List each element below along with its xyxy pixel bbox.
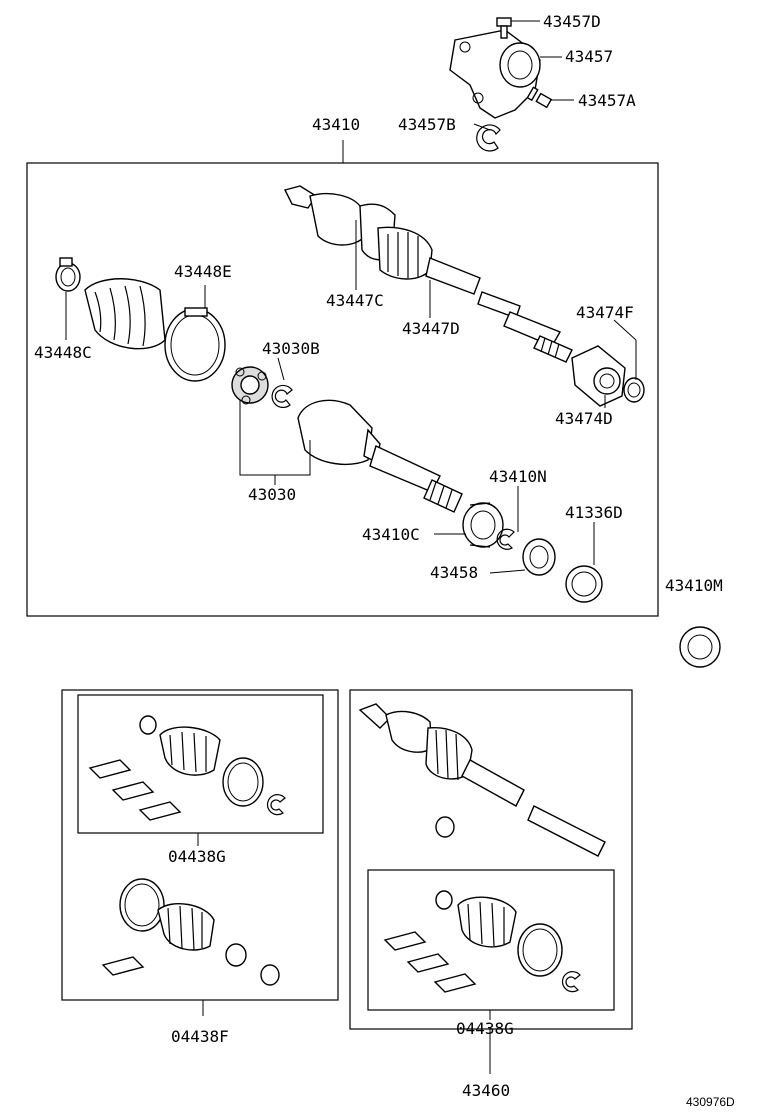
kit-box-04438F (61, 689, 339, 1001)
label-43457A: 43457A (578, 91, 636, 110)
label-04438G-right: 04438G (456, 1019, 514, 1038)
bolt-43457A (526, 86, 553, 109)
damper-clamp-43474F (623, 377, 645, 403)
snap-ring-43030B (271, 384, 293, 409)
label-43030: 43030 (248, 485, 296, 504)
kit-box-04438G-left (77, 694, 324, 834)
bearing-bracket-43457 (449, 29, 541, 119)
boot-band-43448E (164, 307, 226, 382)
label-43410C: 43410C (362, 525, 420, 544)
kit-left-lower-parts (101, 878, 280, 986)
kit-left-upper-parts (88, 715, 286, 821)
label-43457B: 43457B (398, 115, 456, 134)
kit-right-parts (383, 890, 581, 993)
bolt-43457D (496, 17, 512, 39)
label-43457D: 43457D (543, 12, 601, 31)
label-43448C: 43448C (34, 343, 92, 362)
snap-ring-43457B (476, 124, 501, 152)
drive-shaft-outer-joint (283, 185, 573, 363)
label-43030B: 43030B (262, 339, 320, 358)
inboard-joint-housing (297, 399, 463, 513)
label-43458: 43458 (430, 563, 478, 582)
snap-ring-43410N (496, 528, 515, 550)
label-43410: 43410 (312, 115, 360, 134)
label-43447D: 43447D (402, 319, 460, 338)
label-04438F: 04438F (171, 1027, 229, 1046)
label-43447C: 43447C (326, 291, 384, 310)
label-43474D: 43474D (555, 409, 613, 428)
label-04438G-left: 04438G (168, 847, 226, 866)
kit-box-04438G-right (367, 869, 615, 1011)
label-43457: 43457 (565, 47, 613, 66)
dynamic-damper-43474D (571, 345, 626, 407)
dust-deflector-43458 (522, 538, 556, 576)
seal-41336D (565, 565, 603, 603)
reference-code: 430976D (686, 1095, 735, 1109)
label-43410N: 43410N (489, 467, 547, 486)
kit-box-43460 (349, 689, 633, 1030)
label-43474F: 43474F (576, 303, 634, 322)
label-43448E: 43448E (174, 262, 232, 281)
right-shaft-assembly (358, 703, 606, 857)
boot-43448 (84, 278, 166, 350)
boot-clamp-43448C (55, 257, 81, 292)
tripod-joint-43030 (231, 366, 269, 405)
bearing-43410C (462, 502, 504, 548)
label-43410M: 43410M (665, 576, 723, 595)
seal-43410M (679, 626, 721, 668)
label-43460: 43460 (462, 1081, 510, 1100)
label-41336D: 41336D (565, 503, 623, 522)
